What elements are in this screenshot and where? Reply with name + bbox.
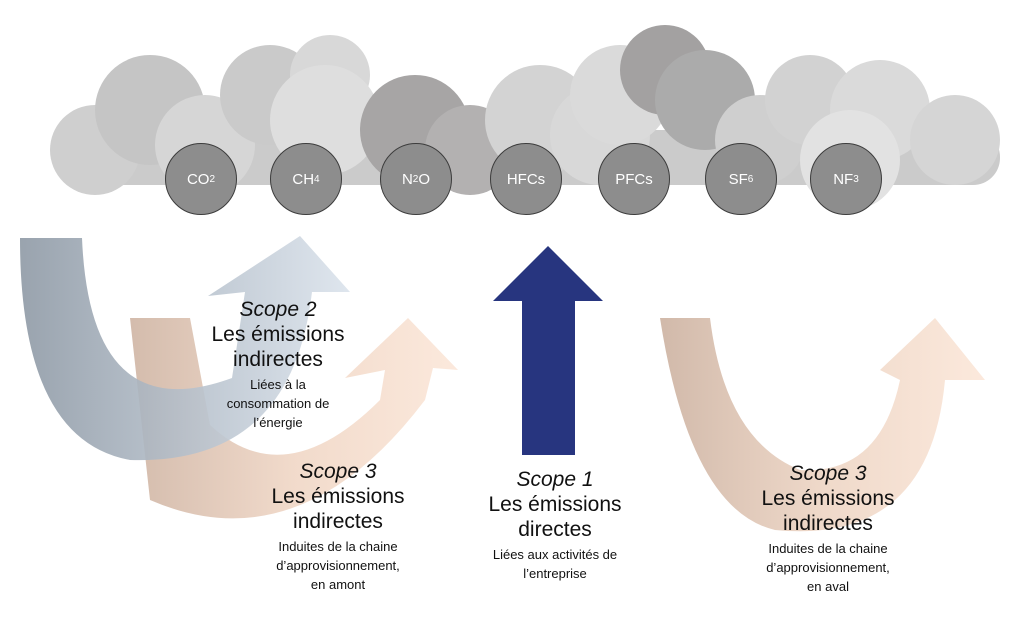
scope3-downstream-line2: indirectes	[783, 511, 873, 535]
scope3-downstream-detail: Induites de la chaine d’approvisionnemen…	[766, 541, 890, 594]
scope3-downstream-title: Scope 3	[789, 462, 867, 485]
gas-pfcs: PFCs	[598, 143, 670, 215]
scope3-upstream-label: Scope 3 Les émissions indirectes Induite…	[238, 460, 438, 595]
gas-hfcs: HFCs	[490, 143, 562, 215]
scope2-line1: Les émissions	[211, 322, 345, 346]
scope3-upstream-line2: indirectes	[293, 509, 383, 533]
scope1-line1: Les émissions	[488, 492, 622, 516]
scope1-label: Scope 1 Les émissions directes Liées aux…	[455, 468, 655, 584]
scope2-arrow	[20, 236, 350, 461]
scope1-title: Scope 1	[516, 468, 594, 491]
scope2-label: Scope 2 Les émissions indirectes Liées à…	[188, 298, 368, 433]
scope3-upstream-line1: Les émissions	[271, 484, 405, 508]
scope1-line2: directes	[518, 517, 592, 541]
scope3-downstream-arrow	[660, 318, 985, 532]
scope3-upstream-arrow	[130, 318, 458, 519]
scope3-downstream-label: Scope 3 Les émissions indirectes Induite…	[728, 462, 928, 597]
scope1-detail: Liées aux activités de l’entreprise	[492, 547, 618, 582]
scope3-upstream-detail: Induites de la chaine d’approvisionnemen…	[276, 539, 400, 592]
scope2-detail: Liées à la consommation de l’énergie	[226, 377, 330, 430]
scope2-title: Scope 2	[239, 298, 317, 321]
scope1-arrow	[493, 246, 603, 455]
scope3-downstream-line1: Les émissions	[761, 486, 895, 510]
scope3-upstream-title: Scope 3	[299, 460, 377, 483]
scope2-line2: indirectes	[233, 347, 323, 371]
